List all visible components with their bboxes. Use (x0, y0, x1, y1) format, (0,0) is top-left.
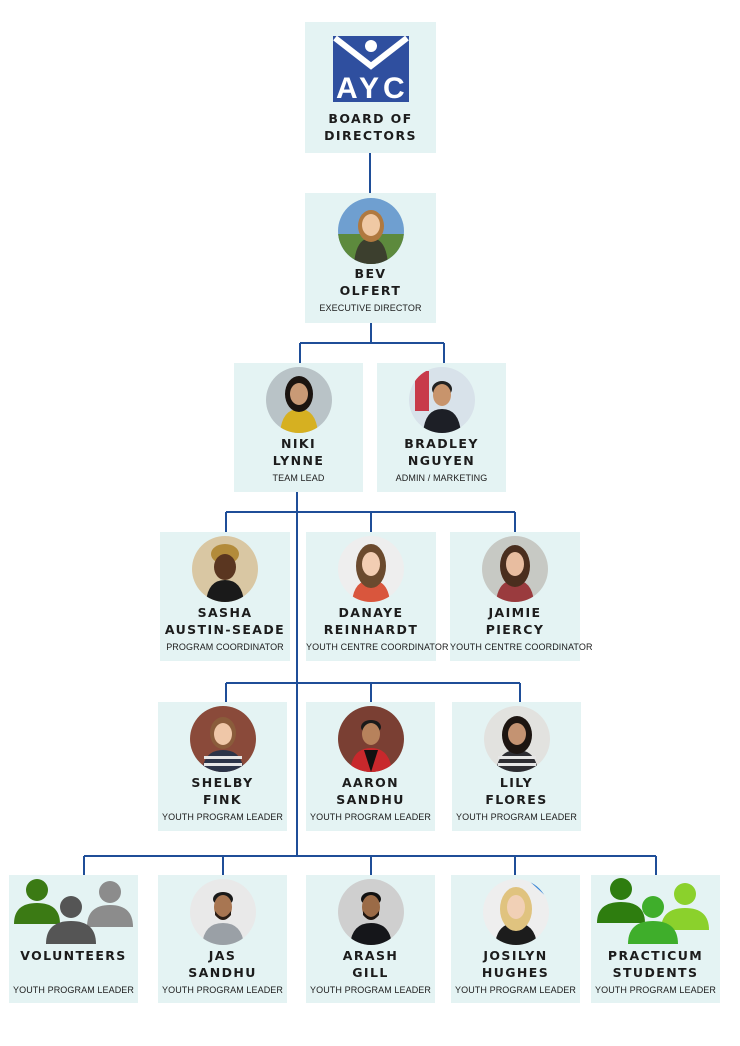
person-role: YOUTH CENTRE COORDINATOR (450, 642, 593, 652)
people-group-icon (597, 878, 709, 944)
avatar (189, 879, 256, 945)
person-name: AARON SANDHU (336, 775, 405, 807)
person-name: BEV OLFERT (339, 266, 402, 298)
person-role: YOUTH PROGRAM LEADER (161, 985, 284, 995)
card-sasha-austin-seade: SASHA AUSTIN-SEADE PROGRAM COORDINATOR (160, 532, 290, 661)
connector-leaders-row1 (225, 682, 521, 702)
avatar (192, 536, 258, 602)
card-bev-olfert: BEV OLFERT EXECUTIVE DIRECTOR (305, 193, 436, 323)
avatar (189, 706, 256, 772)
person-name: ARASH GILL (342, 948, 399, 980)
person-name: JOSILYN HUGHES (481, 948, 550, 980)
card-danaye-reinhardt: DANAYE REINHARDT YOUTH CENTRE COORDINATO… (306, 532, 449, 661)
card-shelby-fink: SHELBY FINK YOUTH PROGRAM LEADER (158, 702, 287, 831)
board-of-directors-card: A Y C BOARD OF DIRECTORS (305, 22, 436, 153)
avatar (265, 367, 332, 433)
person-name: LILY FLORES (485, 775, 548, 807)
person-name: NIKI LYNNE (272, 436, 325, 468)
card-bradley-nguyen: BRADLEY NGUYEN ADMIN / MARKETING (377, 363, 506, 492)
people-group-icon (14, 879, 133, 944)
card-jaimie-piercy: JAIMIE PIERCY YOUTH CENTRE COORDINATOR (450, 532, 593, 661)
person-name: JAIMIE PIERCY (485, 605, 545, 637)
svg-text:Y: Y (359, 72, 379, 102)
person-name: BRADLEY NGUYEN (404, 436, 479, 468)
card-lily-flores: LILY FLORES YOUTH PROGRAM LEADER (452, 702, 581, 831)
avatar (482, 879, 549, 945)
person-role: YOUTH PROGRAM LEADER (594, 985, 717, 995)
person-role: YOUTH PROGRAM LEADER (455, 812, 578, 822)
person-name: JAS SANDHU (188, 948, 257, 980)
card-volunteers: VOLUNTEERS YOUTH PROGRAM LEADER (9, 875, 138, 1003)
avatar (482, 536, 548, 602)
person-role: YOUTH PROGRAM LEADER (161, 812, 284, 822)
avatar (483, 706, 550, 772)
person-role: YOUTH PROGRAM LEADER (454, 985, 577, 995)
card-niki-lynne: NIKI LYNNE TEAM LEAD (234, 363, 363, 492)
svg-text:C: C (383, 72, 405, 102)
card-jas-sandhu: JAS SANDHU YOUTH PROGRAM LEADER (158, 875, 287, 1003)
person-role: ADMIN / MARKETING (395, 473, 488, 483)
avatar (338, 536, 404, 602)
person-role: TEAM LEAD (272, 473, 325, 483)
person-role: YOUTH PROGRAM LEADER (309, 812, 432, 822)
person-role: YOUTH CENTRE COORDINATOR (306, 642, 449, 652)
person-name: SASHA AUSTIN-SEADE (164, 605, 286, 637)
card-practicum-students: PRACTICUM STUDENTS YOUTH PROGRAM LEADER (591, 875, 720, 1003)
avatar (337, 198, 404, 264)
connector-exec-level2 (299, 323, 445, 363)
avatar (337, 706, 404, 772)
person-name: PRACTICUM STUDENTS (607, 948, 704, 980)
person-role: YOUTH PROGRAM LEADER (12, 985, 135, 995)
connector-coordinators (225, 511, 516, 532)
connector-leaders-row2 (83, 855, 657, 875)
svg-text:A: A (336, 72, 358, 102)
person-name: DANAYE REINHARDT (323, 605, 419, 637)
card-aaron-sandhu: AARON SANDHU YOUTH PROGRAM LEADER (306, 702, 435, 831)
person-role: PROGRAM COORDINATOR (166, 642, 284, 652)
avatar (408, 367, 475, 433)
card-arash-gill: ARASH GILL YOUTH PROGRAM LEADER (306, 875, 435, 1003)
person-name: SHELBY FINK (191, 775, 254, 807)
avatar (337, 879, 404, 945)
person-role: YOUTH PROGRAM LEADER (309, 985, 432, 995)
card-josilyn-hughes: JOSILYN HUGHES YOUTH PROGRAM LEADER (451, 875, 580, 1003)
board-name: BOARD OF DIRECTORS (324, 111, 417, 143)
person-role: EXECUTIVE DIRECTOR (319, 303, 422, 313)
ayc-logo: A Y C (333, 36, 409, 102)
person-name: VOLUNTEERS (20, 948, 127, 963)
